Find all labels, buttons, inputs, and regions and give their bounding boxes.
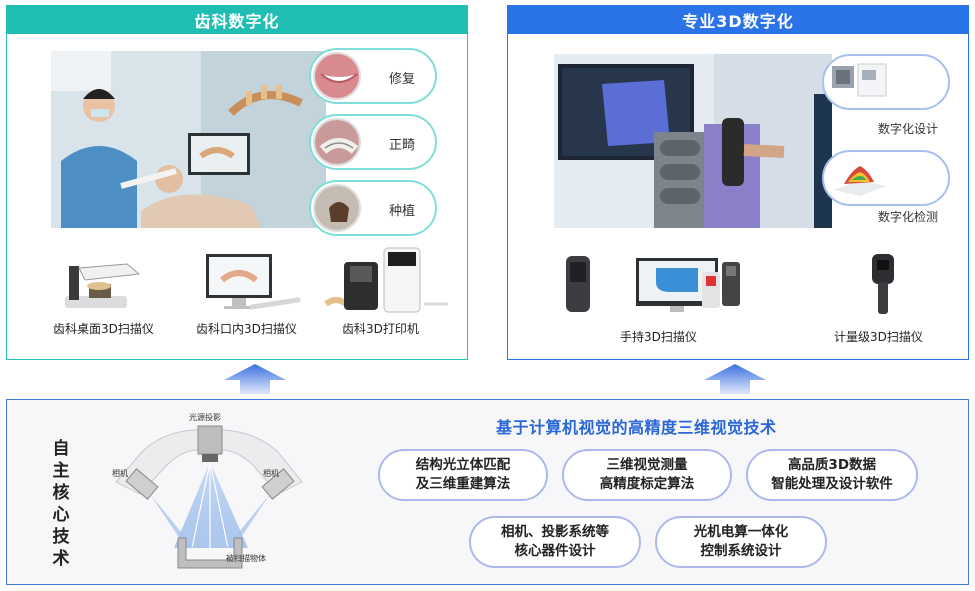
application-digital-inspection [822,150,950,206]
intraoral-scanner-label: 齿科口内3D扫描仪 [196,322,297,336]
braces-thumbnail [313,118,361,166]
tech-line-2: 控制系统设计 [700,543,782,559]
tech-line-2: 高精度标定算法 [599,476,695,492]
arrow-up-left-icon [224,364,286,394]
application-restoration: 修复 [309,48,437,104]
dental-panel-title: 齿科数字化 [7,6,467,34]
dental-digitization-panel: 齿科数字化 [6,5,468,360]
tech-line-1: 结构光立体匹配 [415,457,511,473]
metrology-scanner-label: 计量级3D扫描仪 [834,330,923,344]
tech-line-2: 核心器件设计 [514,543,596,559]
dentist-scanning-photo [51,51,326,228]
tech-line-1: 相机、投影系统等 [501,524,609,540]
handheld-scanner-label: 手持3D扫描仪 [620,330,697,344]
structured-light-diagram [115,425,303,569]
dental-printer-image [322,246,452,320]
tech-core-component-design: 相机、投影系统等 核心器件设计 [469,516,641,568]
tech-structured-light-matching: 结构光立体匹配 及三维重建算法 [378,449,548,501]
smile-thumbnail [313,52,361,100]
metrology-scanner-image [866,252,902,322]
tech-control-system-design: 光机电算一体化 控制系统设计 [655,516,827,568]
core-technology-heading: 基于计算机视觉的高精度三维视觉技术 [496,418,777,437]
digital-design-label: 数字化设计 [878,122,939,136]
tech-3d-data-software: 高品质3D数据 智能处理及设计软件 [746,449,918,501]
digital-design-thumbnail [830,60,887,104]
orthodontics-label: 正畸 [389,138,416,153]
tech-3d-vision-calibration: 三维视觉测量 高精度标定算法 [562,449,732,501]
desktop-scanner-image [55,254,143,320]
projector-label: 光源投影 [189,413,221,422]
camera-left-label: 相机 [112,469,128,478]
implant-thumbnail [313,184,361,232]
tech-line-2: 及三维重建算法 [415,476,511,492]
camera-right-label: 相机 [263,469,279,478]
tech-line-1: 光机电算一体化 [693,524,789,540]
core-technology-title: 自主核心技术 [52,439,70,569]
desktop-scanner-label: 齿科桌面3D扫描仪 [53,322,154,336]
intraoral-scanner-image [202,252,302,318]
handheld-scanner-image [560,252,760,320]
application-orthodontics: 正畸 [309,114,437,170]
scanned-object-label: 被扫描物体 [226,554,266,563]
dental-printer-label: 齿科3D打印机 [342,322,419,336]
digital-inspection-thumbnail [830,156,886,200]
application-digital-design [822,54,950,110]
tech-line-1: 高品质3D数据 [787,457,877,473]
professional-3d-panel: 专业3D数字化 数字化设计 [507,5,969,360]
tech-line-1: 三维视觉测量 [606,457,688,473]
tech-line-2: 智能处理及设计软件 [771,476,893,492]
professional-panel-title: 专业3D数字化 [508,6,968,34]
application-implant: 种植 [309,180,437,236]
engine-scanning-photo [554,54,832,228]
implant-label: 种植 [389,204,416,219]
arrow-up-right-icon [704,364,766,394]
restoration-label: 修复 [389,72,416,87]
digital-inspection-label: 数字化检测 [878,210,939,224]
